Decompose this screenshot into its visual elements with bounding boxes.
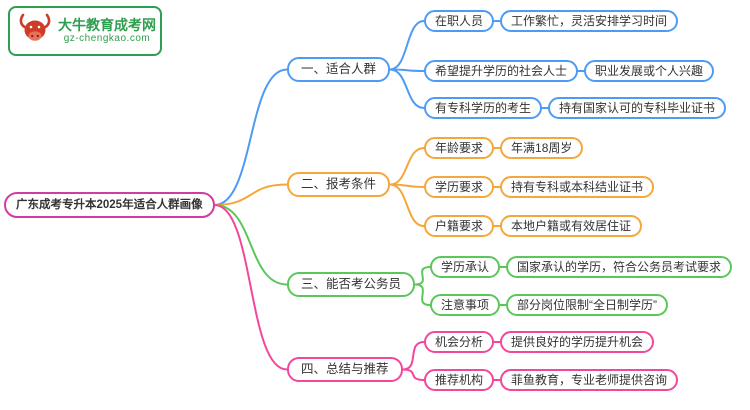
leaf-row: 推荐机构 菲鱼教育，专业老师提供咨询 — [424, 369, 679, 391]
leaf-value-node: 国家承认的学历，符合公务员考试要求 — [506, 256, 733, 278]
leaf-row: 户籍要求 本地户籍或有效居住证 — [424, 215, 643, 237]
leaf-row: 在职人员 工作繁忙，灵活安排学习时间 — [424, 10, 679, 32]
leaf-key-node: 在职人员 — [424, 10, 495, 32]
leaf-row: 希望提升学历的社会人士 职业发展或个人兴趣 — [424, 60, 715, 82]
leaf-key-node: 有专科学历的考生 — [424, 97, 543, 119]
leaf-value-node: 本地户籍或有效居住证 — [500, 215, 643, 237]
leaf-value-node: 部分岗位限制“全日制学历” — [506, 294, 669, 316]
leaf-value-node: 持有国家认可的专科毕业证书 — [548, 97, 727, 119]
leaf-key-node: 注意事项 — [430, 294, 501, 316]
site-logo[interactable]: 大牛教育成考网 gz-chengkao.com — [8, 6, 162, 56]
logo-text-block: 大牛教育成考网 gz-chengkao.com — [58, 17, 156, 45]
leaf-key-node: 推荐机构 — [424, 369, 495, 391]
leaf-row: 学历承认 国家承认的学历，符合公务员考试要求 — [430, 256, 733, 278]
leaf-key-node: 户籍要求 — [424, 215, 495, 237]
branch-application-requirements: 二、报考条件 — [287, 172, 391, 197]
leaf-value-node: 菲鱼教育，专业老师提供咨询 — [500, 369, 679, 391]
leaf-value-node: 职业发展或个人兴趣 — [584, 60, 715, 82]
root-node: 广东成考专升本2025年适合人群画像 — [4, 192, 215, 218]
leaf-value-node: 工作繁忙，灵活安排学习时间 — [500, 10, 679, 32]
branch-summary-recommendation: 四、总结与推荐 — [287, 357, 403, 382]
leaf-key-node: 学历承认 — [430, 256, 501, 278]
leaf-value-node: 提供良好的学历提升机会 — [500, 331, 655, 353]
leaf-row: 注意事项 部分岗位限制“全日制学历” — [430, 294, 669, 316]
leaf-value-node: 持有专科或本科结业证书 — [500, 176, 655, 198]
leaf-row: 有专科学历的考生 持有国家认可的专科毕业证书 — [424, 97, 727, 119]
leaf-key-node: 学历要求 — [424, 176, 495, 198]
leaf-key-node: 年龄要求 — [424, 137, 495, 159]
logo-subtitle: gz-chengkao.com — [63, 33, 151, 45]
logo-title: 大牛教育成考网 — [58, 17, 156, 34]
leaf-value-node: 年满18周岁 — [500, 137, 584, 159]
leaf-row: 学历要求 持有专科或本科结业证书 — [424, 176, 655, 198]
leaf-row: 年龄要求 年满18周岁 — [424, 137, 584, 159]
branch-civil-service-eligibility: 三、能否考公务员 — [287, 272, 416, 297]
leaf-key-node: 机会分析 — [424, 331, 495, 353]
bull-logo-icon — [18, 13, 52, 50]
leaf-key-node: 希望提升学历的社会人士 — [424, 60, 579, 82]
branch-suitable-groups: 一、适合人群 — [287, 57, 391, 82]
leaf-row: 机会分析 提供良好的学历提升机会 — [424, 331, 655, 353]
